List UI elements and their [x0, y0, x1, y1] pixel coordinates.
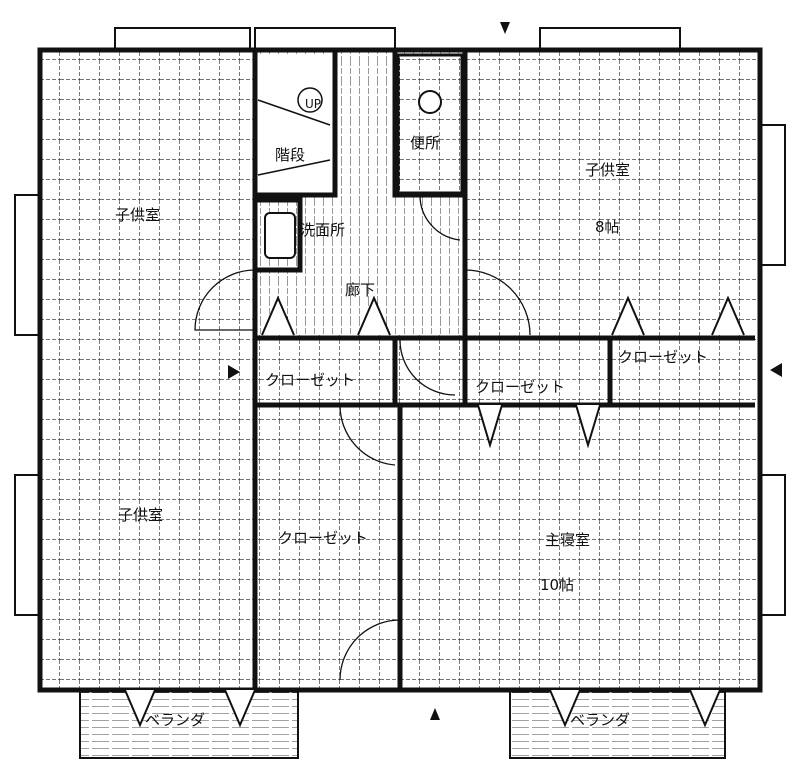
label-closet-2: クローゼット — [475, 378, 565, 396]
walls — [37, 47, 763, 693]
door-swings — [194, 194, 531, 681]
label-stairs: 階段 — [275, 146, 305, 164]
label-master-bedroom: 主寝室 — [545, 531, 590, 549]
label-balcony-left: ベランダ — [145, 711, 205, 729]
stairs — [258, 55, 333, 193]
label-closet-1: クローゼット — [265, 371, 355, 389]
label-stairs-up: UP — [305, 97, 321, 111]
label-child-room-left-top: 子供室 — [115, 206, 160, 224]
label-child-room-left-bottom: 子供室 — [118, 506, 163, 524]
label-master-bedroom-size: 10帖 — [540, 576, 574, 594]
label-washroom: 洗面所 — [300, 221, 345, 239]
label-child-room-right-size: 8帖 — [595, 218, 620, 236]
closet-door-markers — [124, 295, 745, 728]
washbasin — [264, 212, 296, 259]
label-hallway: 廊下 — [345, 281, 375, 299]
label-closet-4: クローゼット — [278, 529, 368, 547]
windows — [14, 27, 786, 616]
label-child-room-right: 子供室 — [585, 161, 630, 179]
toilet-bowl — [418, 90, 442, 114]
direction-markers — [228, 22, 782, 720]
label-closet-3: クローゼット — [618, 348, 708, 366]
label-toilet: 便所 — [410, 134, 440, 152]
stair-lines — [257, 87, 331, 176]
label-balcony-right: ベランダ — [570, 711, 630, 729]
